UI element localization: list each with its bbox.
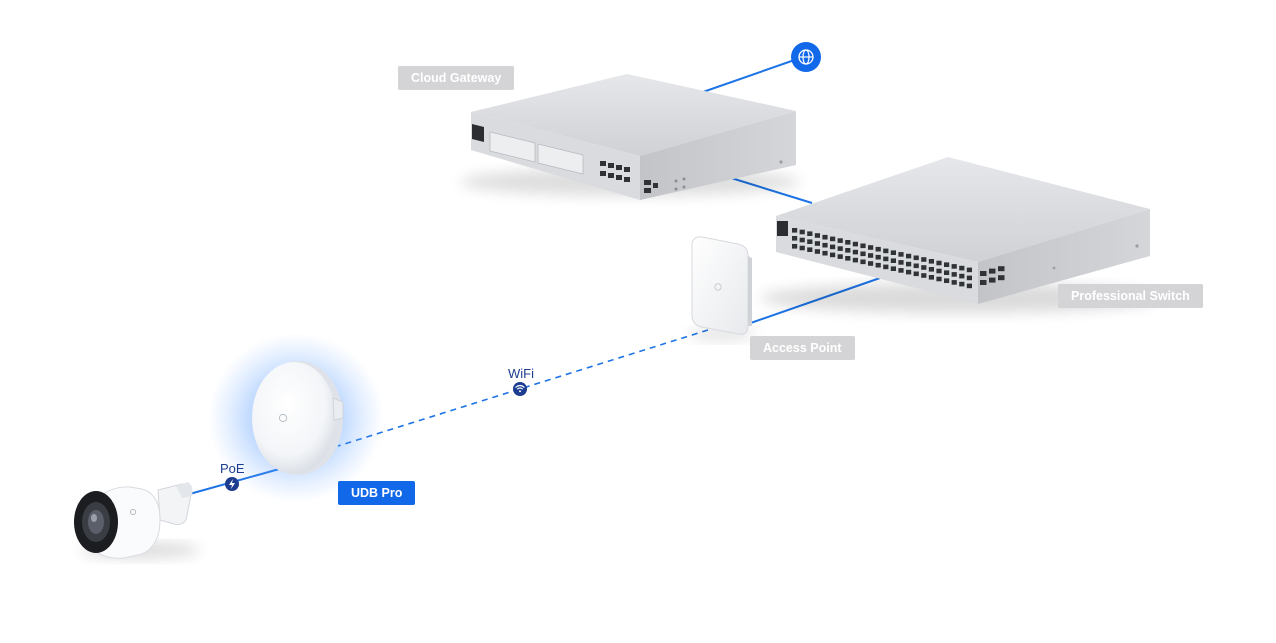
switch-port (928, 267, 934, 272)
switch-port (951, 264, 957, 269)
switch-sfp-port (980, 280, 987, 285)
switch-port (852, 257, 858, 263)
switch-port (921, 273, 927, 278)
switch-port (868, 261, 874, 266)
internet-globe-icon (791, 42, 821, 72)
udb-pro-device (208, 333, 384, 503)
switch-port (860, 251, 866, 257)
switch-port (928, 275, 934, 280)
switch-port (936, 260, 942, 266)
switch-port (898, 268, 904, 273)
switch-port (913, 271, 919, 277)
udb-pro-label: UDB Pro (338, 481, 416, 505)
switch-port (966, 283, 972, 289)
switch-port (852, 249, 858, 255)
switch-port (852, 241, 858, 247)
switch-sfp-port (989, 277, 996, 283)
access-point-label: Access Point (750, 336, 855, 360)
security-camera-device (74, 482, 200, 559)
switch-port (830, 236, 836, 242)
switch-port (959, 265, 965, 271)
switch-port (883, 256, 889, 262)
switch-port (868, 253, 874, 258)
switch-port-grid (792, 228, 1005, 289)
switch-port (792, 236, 798, 241)
poe-lightning-bolt-icon (225, 477, 239, 491)
cloud-gateway-device (460, 74, 800, 200)
switch-port (875, 262, 881, 268)
switch-sfp-port (980, 271, 987, 276)
switch-port (837, 254, 843, 259)
switch-port (966, 275, 972, 281)
switch-port (928, 259, 934, 264)
switch-port (898, 260, 904, 265)
switch-port (959, 273, 965, 279)
switch-port (807, 239, 813, 244)
switch-port (890, 250, 896, 255)
switch-port (966, 267, 972, 273)
access-point-device (688, 236, 756, 340)
poe-link-label: PoE (220, 461, 245, 476)
switch-port (890, 258, 896, 263)
switch-port (799, 229, 805, 235)
switch-port (845, 240, 851, 245)
switch-port (822, 242, 828, 248)
switch-sfp-port (998, 275, 1005, 281)
switch-port (792, 228, 798, 233)
switch-port (944, 278, 950, 283)
switch-port (875, 254, 881, 260)
switch-port (921, 265, 927, 270)
switch-port (913, 255, 919, 261)
switch-port (951, 272, 957, 277)
switch-port (959, 281, 965, 287)
switch-port (944, 262, 950, 267)
cloud-gateway-label: Cloud Gateway (398, 66, 515, 90)
wifi-link-label: WiFi (508, 366, 534, 381)
switch-sfp-port (989, 268, 996, 274)
switch-port (860, 259, 866, 265)
switch-port (906, 261, 912, 267)
switch-port (921, 257, 927, 262)
switch-port (845, 256, 851, 261)
switch-port (799, 237, 805, 243)
switch-port (799, 245, 805, 251)
switch-port (807, 247, 813, 252)
switch-port (906, 269, 912, 275)
switch-port (837, 238, 843, 243)
wifi-icon (513, 382, 527, 396)
professional-switch-label: Professional Switch (1058, 284, 1203, 308)
switch-port (822, 250, 828, 256)
switch-port (883, 248, 889, 254)
switch-port (814, 241, 820, 246)
switch-port (792, 244, 798, 249)
switch-port (868, 245, 874, 250)
switch-port (936, 268, 942, 274)
switch-port (830, 244, 836, 250)
wifi-link-line (337, 329, 709, 447)
switch-port (860, 243, 866, 249)
switch-port (875, 246, 881, 252)
switch-port (883, 264, 889, 270)
switch-port (830, 252, 836, 258)
switch-port (814, 249, 820, 254)
switch-port (944, 270, 950, 275)
switch-port (837, 246, 843, 251)
switch-port (913, 263, 919, 269)
switch-port (936, 276, 942, 282)
switch-port (951, 280, 957, 285)
switch-port (906, 253, 912, 259)
switch-port (898, 252, 904, 257)
switch-port (814, 233, 820, 238)
switch-port (822, 234, 828, 240)
switch-port (845, 248, 851, 253)
switch-sfp-port (998, 266, 1005, 272)
switch-port (807, 231, 813, 236)
switch-port (890, 266, 896, 271)
